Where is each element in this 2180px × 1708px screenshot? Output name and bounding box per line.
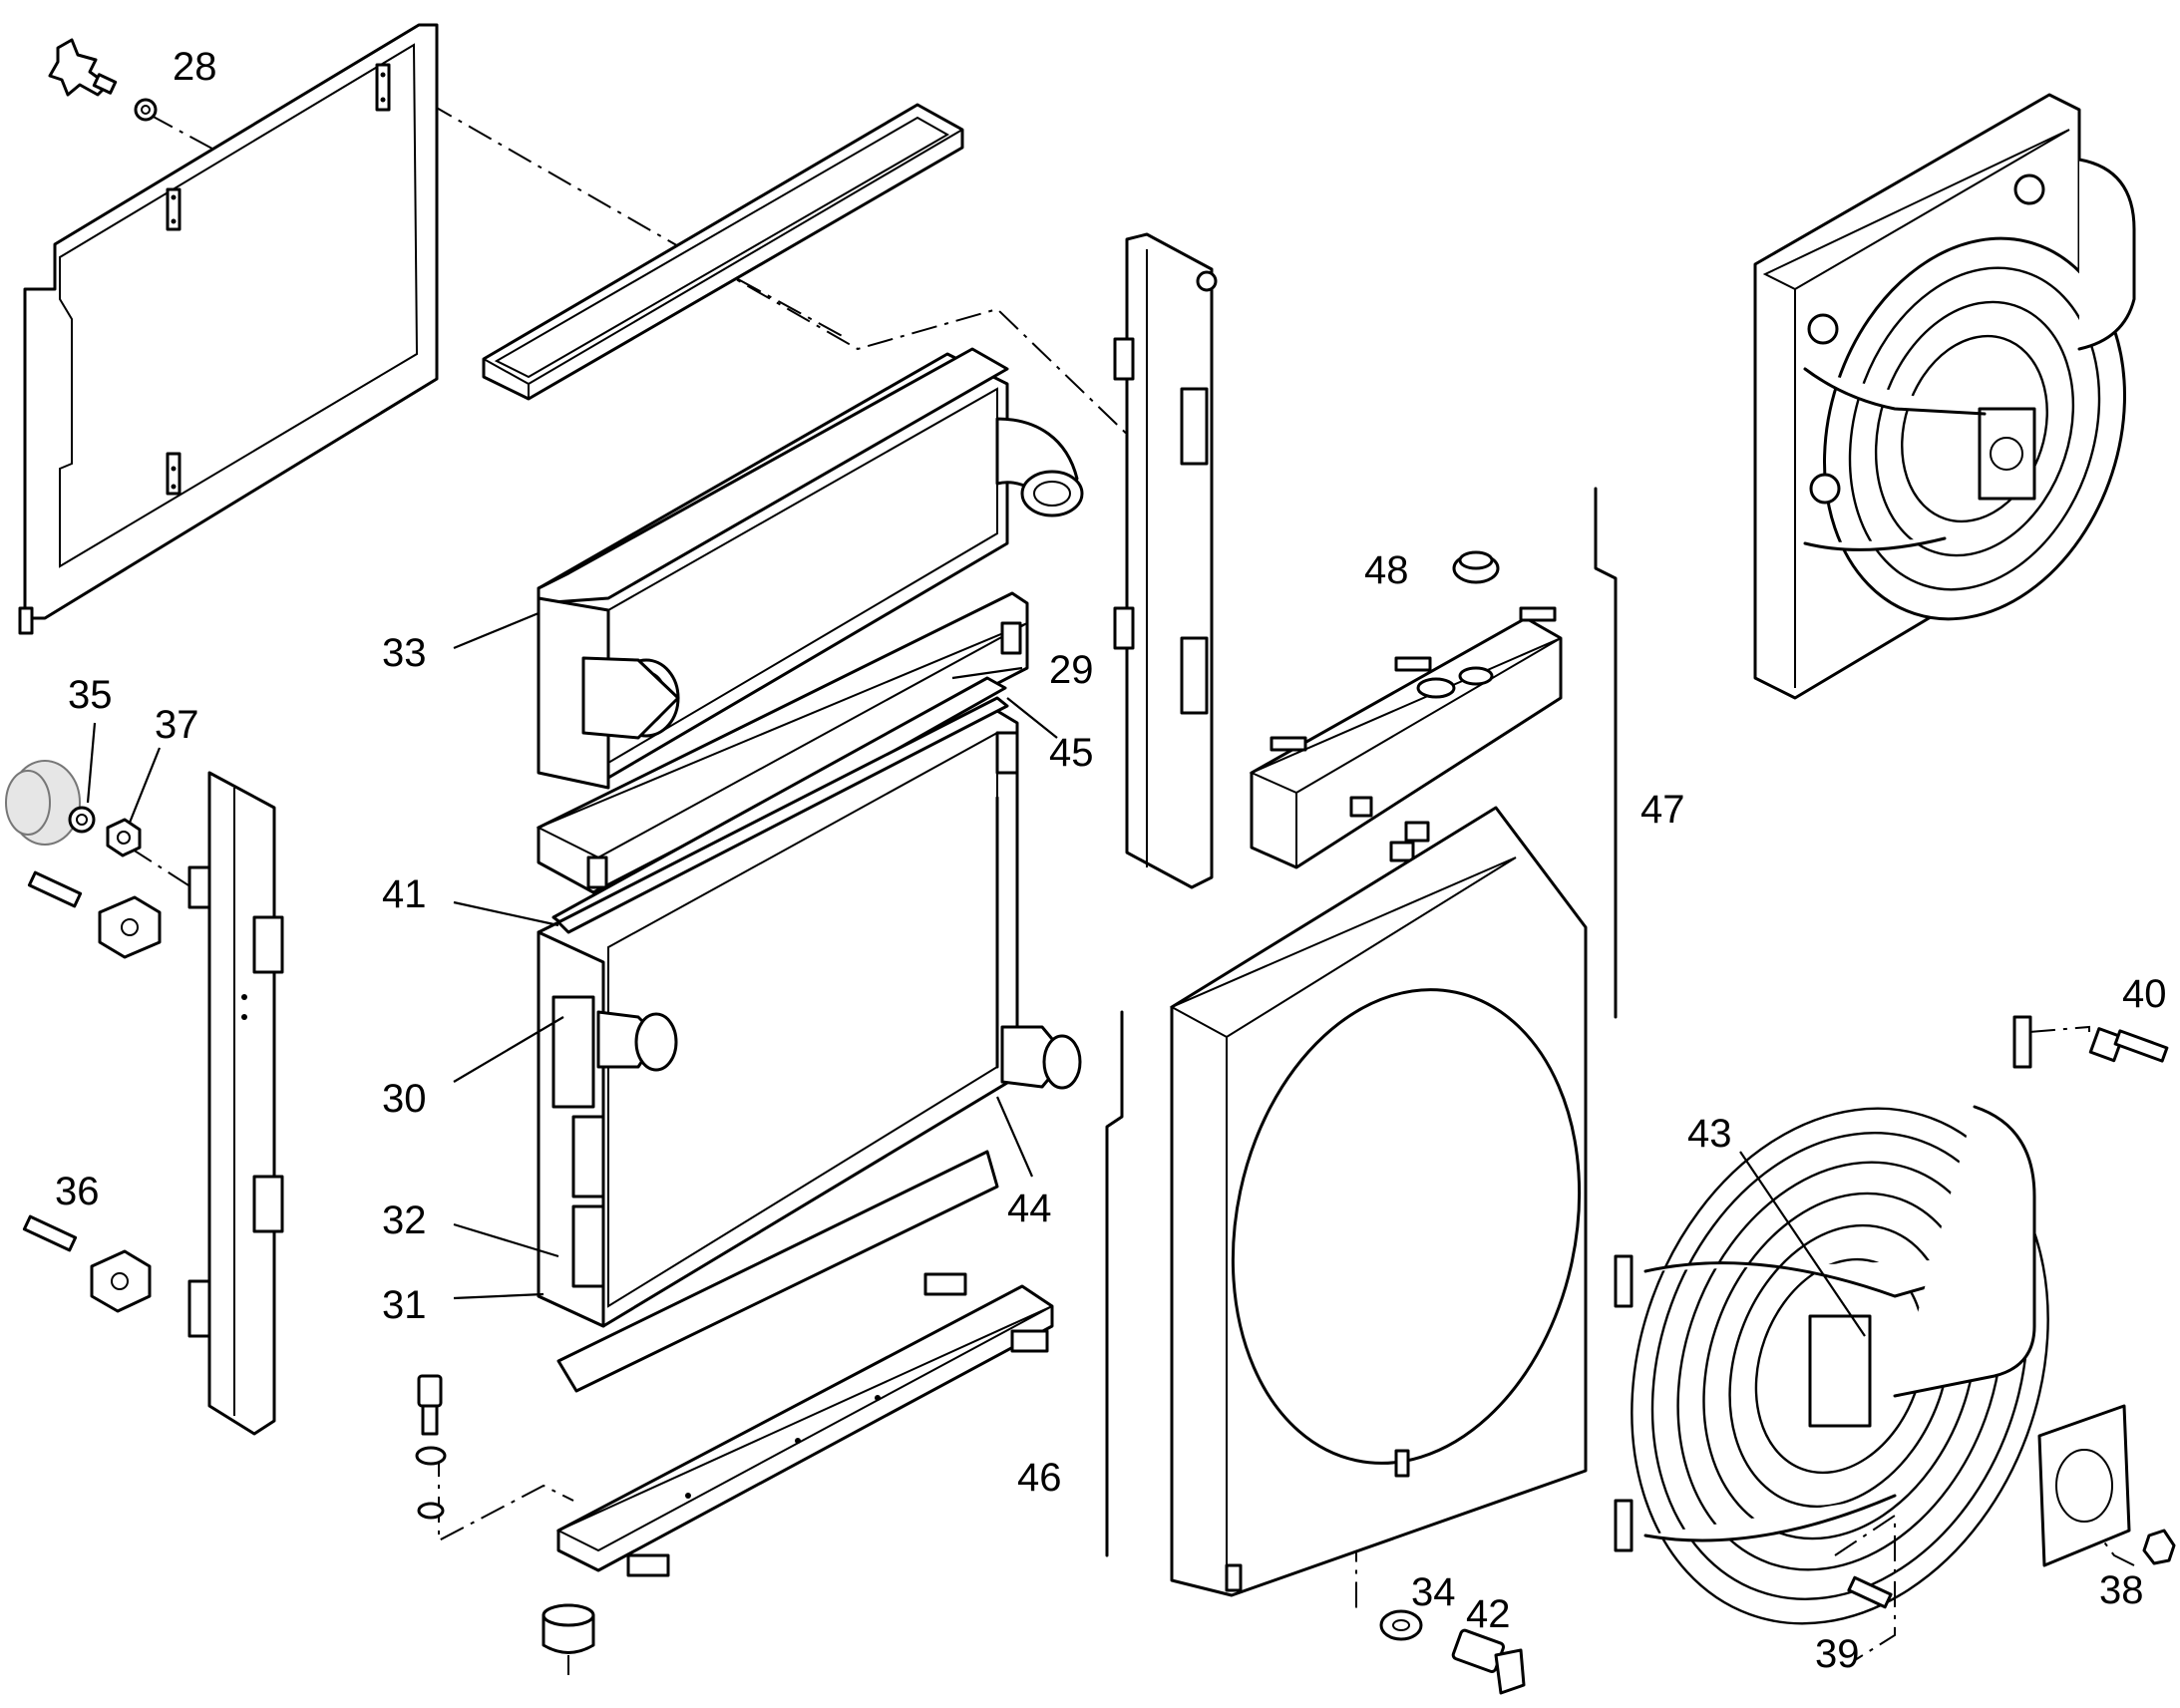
callout-38: 38 [2099, 1568, 2144, 1612]
callout-34: 34 [1411, 1570, 1456, 1614]
part-35-rubber-mount [5, 760, 96, 846]
part-47-seal [1594, 487, 1618, 1019]
callout-30: 30 [382, 1077, 427, 1121]
expansion-tank [1249, 606, 1563, 869]
callout-36: 36 [55, 1170, 100, 1213]
base-bar [555, 1272, 1054, 1577]
assembled-cooler-unit [1753, 93, 2136, 700]
part-39-bolt [1847, 1575, 1893, 1609]
part-30-radiator [537, 706, 1082, 1328]
callout-46: 46 [1017, 1456, 1062, 1500]
callout-35: 35 [68, 673, 113, 717]
callout-29: 29 [1049, 648, 1094, 692]
clamp-block-upper [27, 870, 162, 959]
part-40-bolt [2088, 1027, 2169, 1063]
part-38-mounting-plate [2037, 1404, 2176, 1567]
callout-43: 43 [1687, 1112, 1732, 1156]
callout-labels: 28 29 30 31 32 33 34 35 36 37 38 39 40 4… [55, 45, 2167, 1676]
top-cross-bar [482, 103, 964, 401]
callout-42: 42 [1466, 1592, 1511, 1636]
part-29-upper-bar [536, 591, 1029, 894]
bolt-washer-stack [415, 1374, 447, 1520]
part-34-washer [1379, 1609, 1423, 1641]
callout-32: 32 [382, 1198, 427, 1242]
callout-47: 47 [1640, 788, 1685, 832]
part-43-fan [1614, 1015, 2049, 1625]
part-37-nut [106, 818, 142, 857]
callout-41: 41 [382, 872, 427, 916]
centre-upright-bracket [1113, 232, 1218, 889]
fan-shroud [1169, 806, 1588, 1597]
callout-48: 48 [1364, 548, 1409, 592]
callout-45: 45 [1049, 731, 1094, 775]
part-42-bolt [1451, 1628, 1526, 1695]
left-side-frame [187, 771, 284, 1436]
part-28-knob [48, 38, 158, 122]
part-48-filler-cap [1452, 550, 1500, 584]
part-36-clamp-block [22, 1214, 152, 1313]
callout-37: 37 [155, 703, 199, 747]
rubber-mount-bottom [542, 1603, 595, 1675]
callout-28: 28 [173, 45, 217, 89]
callout-39: 39 [1815, 1632, 1860, 1676]
part-41-seal [556, 696, 1009, 934]
leader-lines [86, 611, 1866, 1337]
bottom-plate [556, 1150, 999, 1393]
callout-40: 40 [2122, 972, 2167, 1016]
callout-44: 44 [1007, 1187, 1052, 1230]
part-28-door-frame [18, 23, 439, 635]
part-33-charge-air-cooler [537, 347, 1084, 790]
part-46-seal [1105, 1010, 1124, 1557]
callout-31: 31 [382, 1283, 427, 1327]
callout-33: 33 [382, 631, 427, 675]
